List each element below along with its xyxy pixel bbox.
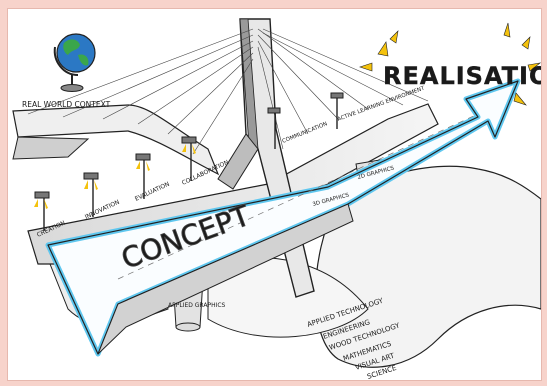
pillar-label: APPLIED GRAPHICS [168, 302, 226, 309]
illustration-frame: REALISATION CONCEPT REAL WORLD CONTEXT C… [7, 8, 542, 381]
title-text: REALISATION [383, 62, 541, 90]
stage-label: EVALUATION [134, 181, 171, 203]
bridge-illustration: REALISATION CONCEPT REAL WORLD CONTEXT C… [8, 9, 541, 380]
stage-label: COMMUNICATION [282, 121, 329, 145]
context-heading: REAL WORLD CONTEXT [22, 100, 111, 109]
globe-icon [55, 34, 95, 92]
